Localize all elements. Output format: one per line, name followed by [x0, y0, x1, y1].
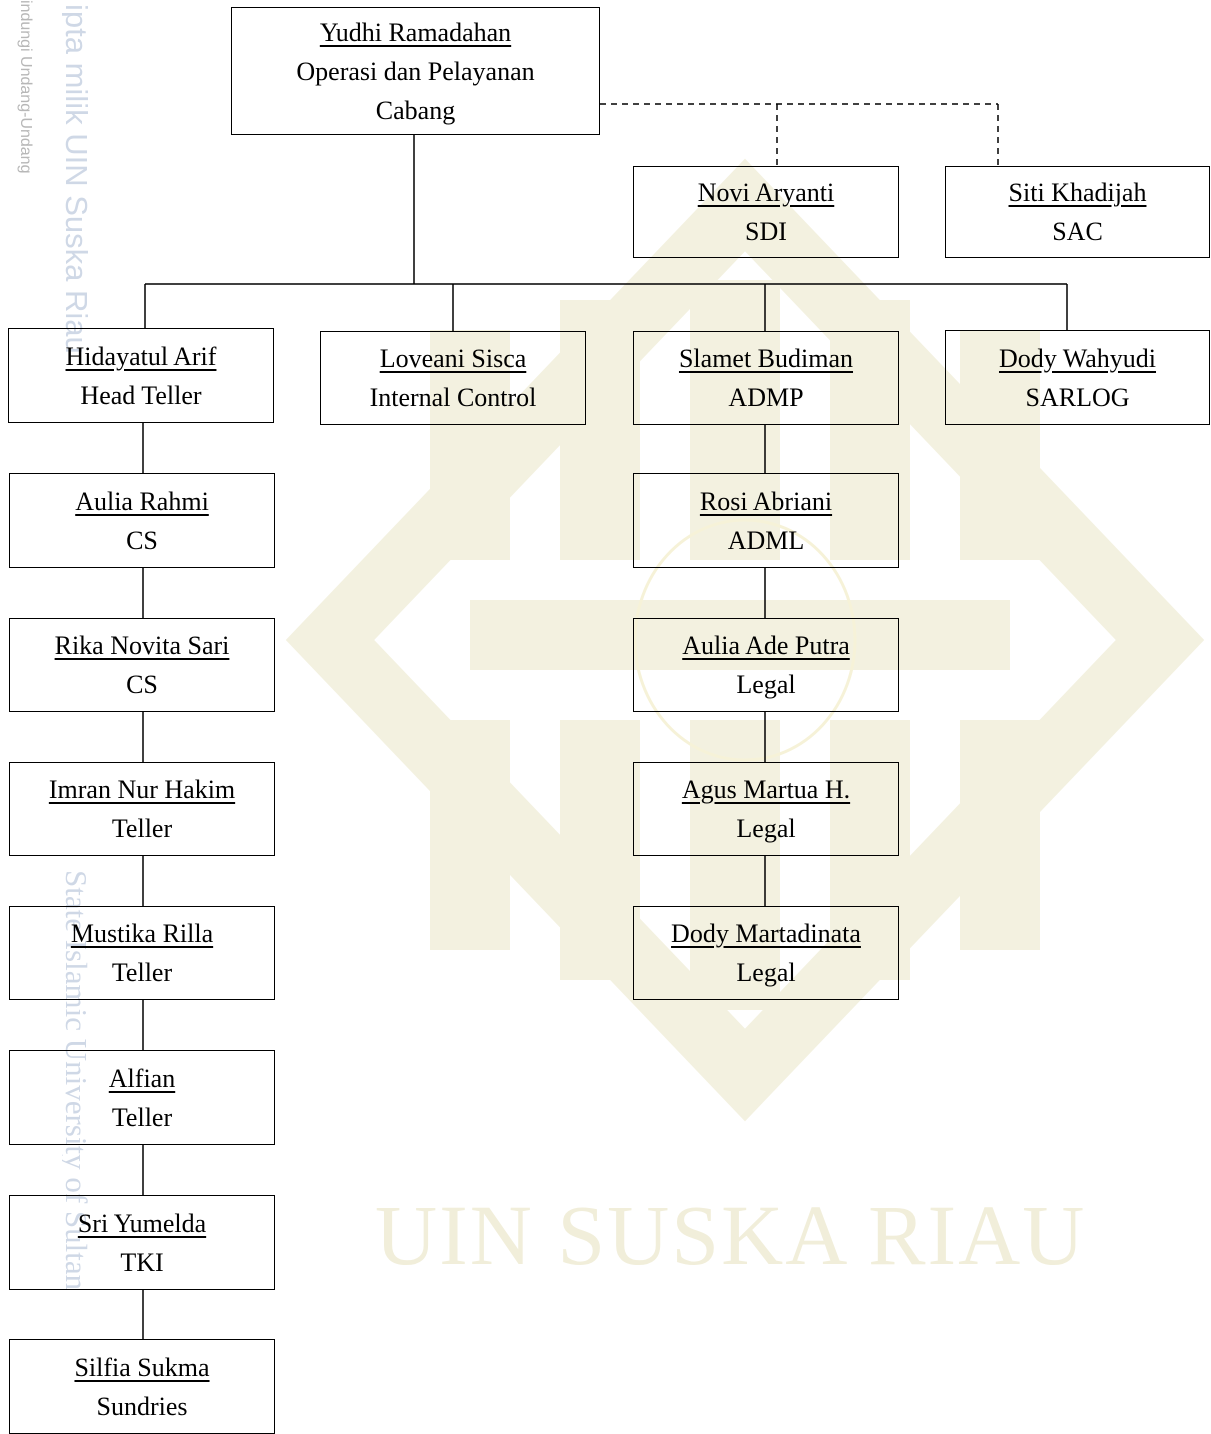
watermark-side-text: ipta milik UIN Suska Riau [62, 4, 94, 354]
org-box-dody-wahyudi: Dody Wahyudi SARLOG [945, 330, 1210, 425]
person-name: Siti Khadijah [1008, 178, 1147, 207]
person-role: Teller [111, 814, 173, 843]
person-role: ADML [727, 525, 805, 555]
person-role: SDI [745, 217, 787, 246]
person-name: Aulia Rahmi [75, 486, 209, 516]
person-role: SAC [1052, 217, 1103, 246]
person-role: Operasi dan Pelayanan [296, 56, 535, 86]
person-role: Head Teller [80, 380, 202, 410]
person-name: Silfia Sukma [74, 1352, 210, 1382]
org-box-teller-chain: Sri Yumelda TKI [9, 1195, 275, 1290]
org-box-siti: Siti Khadijah SAC [945, 166, 1210, 258]
person-role: Legal [736, 958, 796, 987]
person-role: Cabang [375, 95, 456, 125]
person-role: Internal Control [369, 383, 537, 412]
person-name: Yudhi Ramadahan [319, 17, 512, 47]
org-box-admp-chain: Rosi Abriani ADML [633, 473, 899, 568]
org-box-head: Yudhi Ramadahan Operasi dan Pelayanan Ca… [231, 7, 600, 135]
person-name: Alfian [108, 1063, 176, 1093]
person-name: Dody Martadinata [671, 919, 861, 948]
org-box-teller-chain: Silfia Sukma Sundries [9, 1339, 275, 1434]
org-box-loveani: Loveani Sisca Internal Control [320, 331, 586, 425]
person-name: Slamet Budiman [678, 344, 854, 373]
person-role: CS [126, 670, 158, 699]
person-name: Rosi Abriani [699, 486, 833, 516]
watermark-side-text: indungi Undang-Undang [17, 0, 34, 174]
person-name: Sri Yumelda [77, 1208, 207, 1238]
org-box-teller-chain: Aulia Rahmi CS [9, 473, 275, 568]
person-role: SARLOG [1025, 382, 1130, 412]
org-box-novi: Novi Aryanti SDI [633, 166, 899, 258]
person-role: Teller [111, 958, 173, 987]
org-box-teller-chain: Rika Novita Sari CS [9, 618, 275, 712]
watermark-side-text: State Islamic University of Sultan [62, 870, 94, 1291]
person-name: Hidayatul Arif [65, 341, 217, 371]
person-role: Legal [736, 814, 796, 843]
org-box-slamet: Slamet Budiman ADMP [633, 331, 899, 425]
person-role: CS [126, 525, 158, 555]
person-role: Sundries [96, 1391, 188, 1421]
watermark-text: UIN SUSKA RIAU [375, 1187, 1087, 1283]
person-role: ADMP [728, 383, 804, 412]
person-role: Legal [736, 670, 796, 699]
org-box-teller-chain: Alfian Teller [9, 1050, 275, 1145]
person-role: Teller [111, 1102, 173, 1132]
person-name: Dody Wahyudi [998, 343, 1157, 373]
person-role: TKI [120, 1247, 164, 1277]
org-box-admp-chain: Agus Martua H. Legal [633, 762, 899, 856]
person-name: Rika Novita Sari [54, 631, 230, 660]
person-name: Imran Nur Hakim [48, 775, 236, 804]
org-box-admp-chain: Aulia Ade Putra Legal [633, 618, 899, 712]
person-name: Novi Aryanti [697, 178, 835, 207]
person-name: Loveani Sisca [379, 344, 527, 373]
org-box-admp-chain: Dody Martadinata Legal [633, 906, 899, 1000]
person-name: Agus Martua H. [681, 775, 851, 804]
person-name: Aulia Ade Putra [682, 631, 850, 660]
org-box-teller-chain: Imran Nur Hakim Teller [9, 762, 275, 856]
org-box-teller-chain: Mustika Rilla Teller [9, 906, 275, 1000]
person-name: Mustika Rilla [70, 919, 214, 948]
org-box-hidayatul: Hidayatul Arif Head Teller [8, 328, 274, 423]
